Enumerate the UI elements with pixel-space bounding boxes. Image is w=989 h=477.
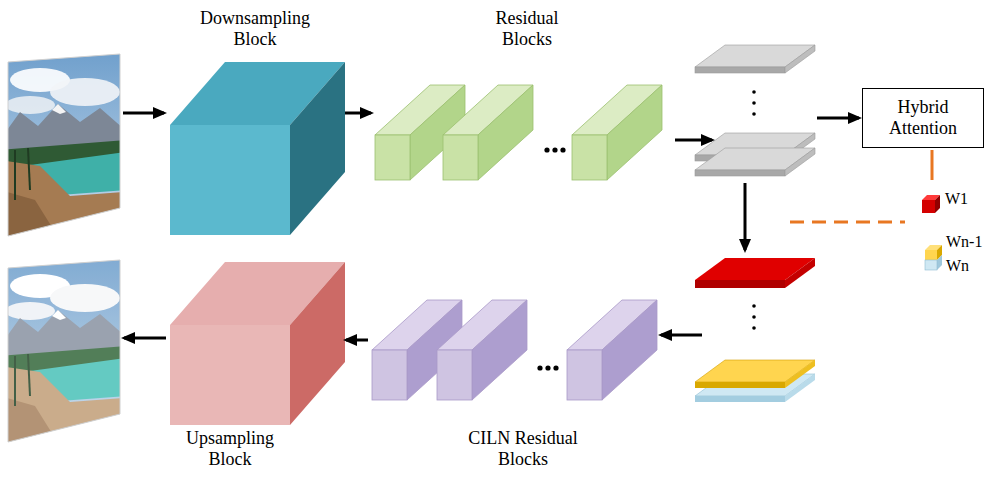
downsampling-block: Downsampling Block — [165, 4, 345, 236]
feature-maps — [695, 45, 815, 176]
vertical-dots — [752, 90, 756, 330]
block-label: Upsampling Block — [165, 428, 295, 470]
downsampling-cube — [170, 62, 345, 235]
block-label: Residual Blocks — [477, 8, 577, 50]
upsampling-cube — [170, 262, 345, 425]
flow-arrow — [345, 112, 371, 115]
attention-box: Hybrid Attention — [862, 88, 984, 148]
weight-label: Wn-1 — [946, 233, 982, 251]
flow-arrow — [346, 339, 368, 342]
label-holder: Downsampling Block — [185, 8, 325, 50]
ciln-cubes — [372, 300, 657, 400]
weight-label: W1 — [945, 190, 968, 208]
input-image — [0, 50, 130, 240]
block-label: Downsampling Block — [185, 8, 325, 50]
residual-blocks-group: Residual Blocks — [372, 4, 672, 186]
flow-arrows — [123, 113, 859, 338]
upsampling-block: Upsampling Block — [165, 262, 345, 476]
block-label: Hybrid Attention — [871, 97, 975, 139]
output-image — [0, 256, 130, 446]
label-holder: Residual Blocks — [477, 8, 577, 50]
weight-label: Wn — [946, 257, 969, 275]
weighted-maps — [695, 258, 815, 402]
residual-cubes — [375, 85, 662, 180]
weight-link — [790, 150, 932, 222]
ellipsis-dots — [537, 365, 558, 370]
ellipsis-dots — [544, 147, 565, 152]
label-holder: CILN Residual Blocks — [453, 428, 593, 470]
weight-cubes — [922, 195, 942, 270]
label-holder: Upsampling Block — [165, 428, 295, 470]
ciln-blocks-group: CILN Residual Blocks — [368, 296, 665, 476]
block-label: CILN Residual Blocks — [453, 428, 593, 470]
